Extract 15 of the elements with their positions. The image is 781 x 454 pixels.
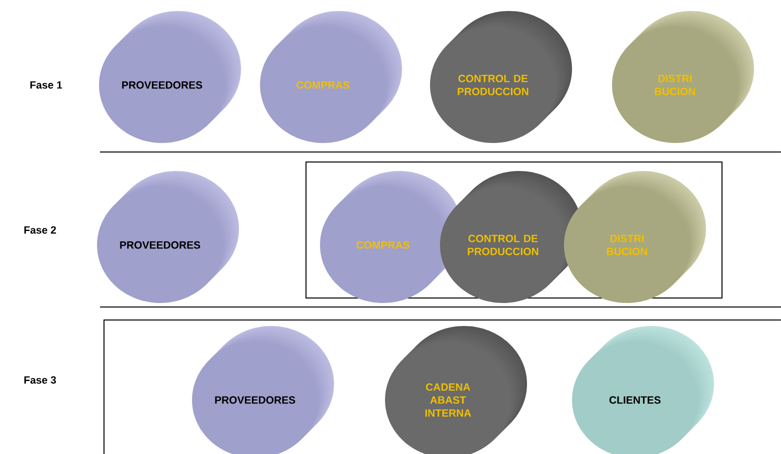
phase-label: Fase 1 [30, 81, 62, 89]
cylinder: COMPRAS [260, 11, 402, 143]
cylinder: PROVEEDORES [192, 326, 334, 454]
cylinder: CADENA ABAST INTERNA [385, 326, 527, 454]
cylinder: COMPRAS [320, 171, 462, 303]
cylinder: PROVEEDORES [97, 171, 239, 303]
cylinder: DISTRI BUCION [612, 11, 754, 143]
phase-label: Fase 2 [24, 226, 56, 234]
cylinder: CONTROL DE PRODUCCION [440, 171, 582, 303]
group-frame [104, 320, 781, 454]
phase-label: Fase 3 [24, 376, 56, 384]
cylinder: DISTRI BUCION [564, 171, 706, 303]
cylinder: CONTROL DE PRODUCCION [430, 11, 572, 143]
cylinder: PROVEEDORES [99, 11, 241, 143]
cylinder: CLIENTES [572, 326, 714, 454]
